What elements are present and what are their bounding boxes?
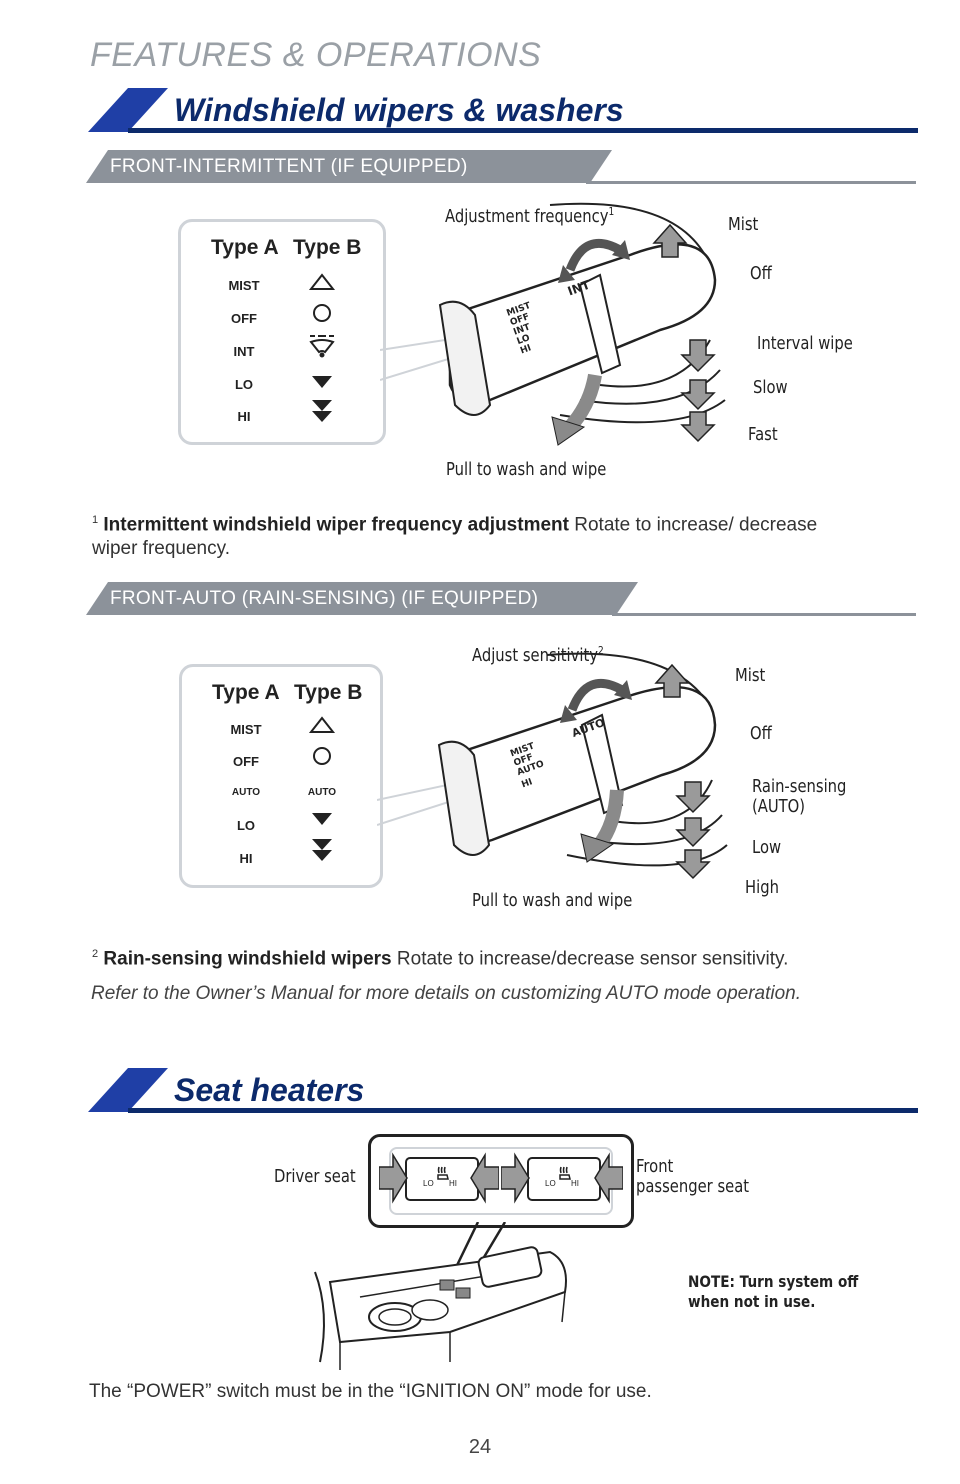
wipers-title: Windshield wipers & washers [174, 92, 624, 128]
label-auto-off: Off [750, 723, 772, 744]
front-int-subhead: FRONT-INTERMITTENT (IF EQUIPPED) [86, 150, 916, 186]
double-triangle-down-icon-b [312, 850, 332, 861]
legend-auto-type-a: Type A [212, 681, 280, 704]
label-front: Front [636, 1156, 674, 1177]
legend-a-int: INT [233, 344, 255, 359]
triangle-down-icon [312, 376, 332, 388]
double-triangle-down-icon-a [312, 400, 332, 411]
label-rain-sensing-auto: (AUTO) [752, 796, 806, 817]
wiper-stalk-auto-illustration: MIST OFF AUTO HI AUTO [377, 652, 728, 880]
driver-arrow-left-icon [470, 1152, 499, 1204]
triangle-up-outline-icon [308, 716, 336, 733]
legend-auto-a-lo: LO [236, 818, 256, 833]
front-auto-subhead-text: FRONT-AUTO (RAIN-SENSING) (IF EQUIPPED) [110, 588, 539, 609]
seat-heater-icon [437, 1166, 449, 1180]
passenger-arrow-right-icon [501, 1152, 530, 1204]
passenger-switch-lo: LO [545, 1179, 556, 1188]
legend-auto-a-auto: AUTO [231, 787, 261, 798]
double-triangle-down-icon-b [312, 411, 332, 422]
stalk2-mark-hi: HI [520, 777, 534, 790]
label-rain-sensing: Rain-sensing [752, 776, 847, 797]
label-auto-pull-wash: Pull to wash and wipe [472, 890, 633, 911]
double-triangle-down-icon-a [312, 839, 332, 850]
features-title: FEATURES & OPERATIONS [90, 36, 542, 74]
label-interval-wipe: Interval wipe [757, 333, 853, 354]
driver-seat-heater-switch[interactable]: LO HI [405, 1157, 479, 1201]
legend-int: Type A Type B MIST OFF INT LO HI [178, 219, 386, 445]
label-passenger-seat: passenger seat [636, 1176, 750, 1197]
passenger-seat-heater-switch[interactable]: LO HI [527, 1157, 601, 1201]
label-driver-seat: Driver seat [274, 1166, 356, 1187]
center-console-illustration [314, 1222, 567, 1370]
label-adjust-sensitivity: Adjust sensitivity2 [472, 644, 604, 666]
note-line-2: when not in use. [688, 1292, 816, 1311]
label-auto-mist: Mist [735, 665, 766, 686]
wiper-interval-icon [309, 335, 335, 358]
passenger-switch-hi: HI [571, 1179, 579, 1188]
seat-heater-switch-panel: LO HI LO HI [368, 1134, 634, 1228]
legend-a-mist: MIST [228, 278, 260, 293]
label-off: Off [750, 263, 772, 284]
label-pull-wash: Pull to wash and wipe [446, 459, 607, 480]
legend-auto-a-off: OFF [233, 754, 259, 769]
circle-outline-icon [313, 304, 331, 322]
label-adjust-frequency: Adjustment frequency1 [445, 205, 615, 227]
legend-auto-a-hi: HI [239, 851, 253, 866]
stalk-mark-hi: HI [519, 343, 533, 356]
note-line-1: NOTE: Turn system off [688, 1272, 859, 1291]
wipers-section-bar: Windshield wipers & washers [88, 88, 918, 134]
triangle-up-outline-icon [308, 273, 336, 290]
triangle-down-icon [312, 813, 332, 825]
page-number: 24 [468, 1436, 492, 1458]
driver-switch-lo: LO [423, 1179, 434, 1188]
label-fast: Fast [748, 424, 778, 445]
circle-outline-icon [313, 747, 331, 765]
front-auto-subhead: FRONT-AUTO (RAIN-SENSING) (IF EQUIPPED) [86, 582, 916, 618]
legend-type-a: Type A [211, 236, 279, 259]
seat-heater-icon [559, 1166, 571, 1180]
legend-a-hi: HI [237, 409, 251, 424]
passenger-arrow-left-icon [594, 1152, 623, 1204]
legend-type-b: Type B [293, 236, 362, 259]
legend-auto-a-mist: MIST [230, 722, 262, 737]
label-slow: Slow [753, 377, 788, 398]
legend-auto: Type A Type B MIST OFF AUTO LO HI AUTO [179, 664, 383, 888]
footnote-1: 1 Intermittent windshield wiper frequenc… [92, 514, 818, 560]
note-turn-off: NOTE: Turn system off when not in use. [688, 1272, 858, 1312]
refer-owners-manual: Refer to the Owner’s Manual for more det… [91, 983, 802, 1004]
stalk-mark-lo: LO [516, 333, 532, 347]
wiper-stalk-int-illustration: MIST OFF INT LO HI INT [380, 202, 726, 446]
legend-auto-b-auto: AUTO [307, 787, 337, 798]
legend-b-icons [308, 273, 336, 422]
legend-a-off: OFF [231, 311, 257, 326]
driver-arrow-right-icon [379, 1152, 408, 1204]
seat-heaters-title: Seat heaters [174, 1072, 365, 1108]
legend-auto-b-icons [308, 716, 336, 861]
label-high: High [745, 877, 779, 898]
legend-auto-type-b: Type B [294, 681, 363, 704]
label-low: Low [752, 837, 782, 858]
legend-a-lo: LO [234, 377, 254, 392]
power-switch-note: The “POWER” switch must be in the “IGNIT… [89, 1381, 652, 1402]
front-int-subhead-text: FRONT-INTERMITTENT (IF EQUIPPED) [110, 156, 468, 177]
driver-switch-hi: HI [449, 1179, 457, 1188]
seat-heaters-section-bar: Seat heaters [88, 1068, 918, 1114]
footnote-2: 2 Rain-sensing windshield wipers Rotate … [92, 948, 789, 970]
label-mist: Mist [728, 214, 759, 235]
